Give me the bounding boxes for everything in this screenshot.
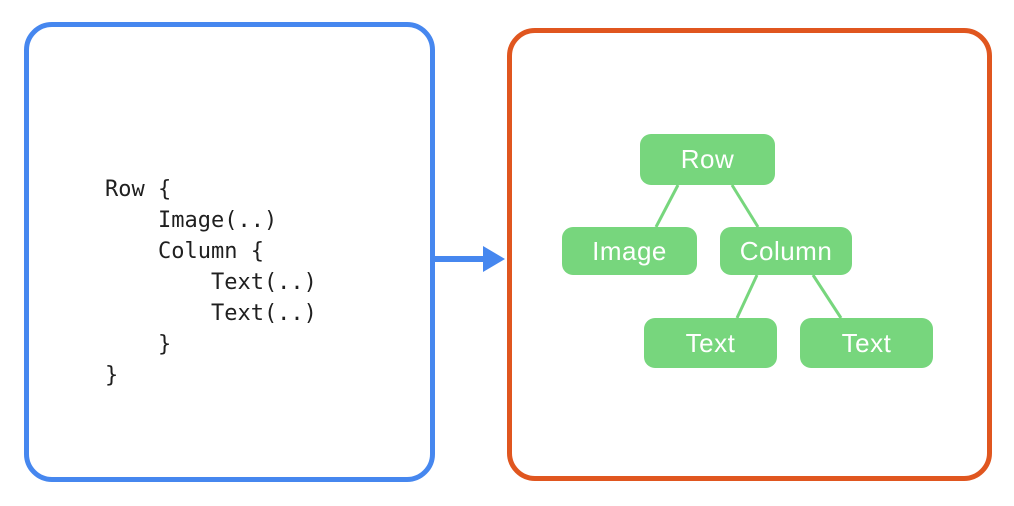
tree-node-text-2: Text: [800, 318, 933, 368]
tree-connector-lines: [654, 184, 843, 319]
edge-column-text1: [735, 274, 759, 319]
arrow-right-icon: [435, 246, 505, 272]
edge-row-column: [730, 184, 760, 228]
tree-panel: Row Image Column Text Text: [507, 28, 992, 481]
tree-node-image: Image: [562, 227, 697, 275]
tree-node-text-1: Text: [644, 318, 777, 368]
code-snippet: Row { Image(..) Column { Text(..) Text(.…: [105, 177, 317, 388]
tree-node-row: Row: [640, 134, 775, 185]
tree-node-column: Column: [720, 227, 852, 275]
code-panel: Row { Image(..) Column { Text(..) Text(.…: [24, 22, 435, 482]
edge-row-image: [654, 184, 680, 228]
edge-column-text2: [811, 274, 843, 319]
